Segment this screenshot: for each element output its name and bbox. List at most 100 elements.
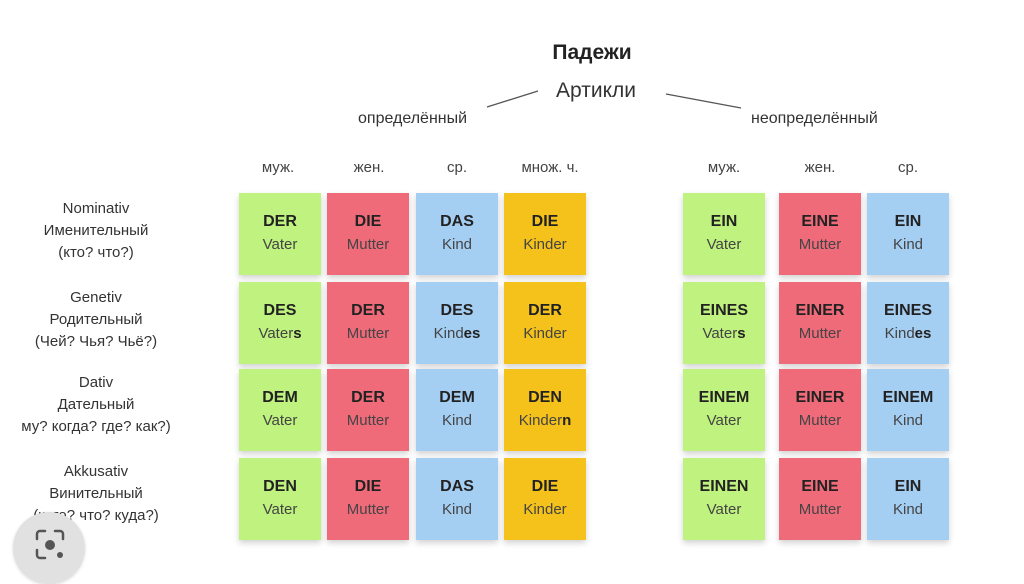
definite-note-dativ-masc: DEM Vater [239,369,321,451]
case-label-line: Genetiv [70,289,122,306]
article-text: DER [351,302,385,319]
article-text: EIN [710,213,738,230]
indefinite-note-genetiv-neut: EINES Kindes [867,282,949,364]
definite-label: определённый [358,110,468,127]
article-text: DEM [262,389,298,406]
noun-stem: Mutter [798,412,842,429]
page-title: Падежи [552,41,632,64]
article-text: DES [440,302,474,319]
noun-text: Kind [893,409,923,433]
article-text: DEN [528,389,562,406]
article-text: EINES [883,302,932,319]
definite-note-genetiv-fem: DER Mutter [327,282,409,364]
definite-note-nominativ-fem: DIE Mutter [327,193,409,275]
noun-stem: Vater [262,412,298,429]
noun-ending: s [737,325,746,342]
article-text: DEN [263,478,297,495]
noun-ending: s [293,325,302,342]
noun-stem: Vater [706,501,742,518]
definite-note-nominativ-masc: DER Vater [239,193,321,275]
lens-icon [35,529,65,560]
subtitle: Артикли [556,79,636,102]
noun-stem: Kind [441,501,473,518]
article-text: DIE [354,478,382,495]
case-label-line: му? когда? где? как?) [21,418,171,435]
article-text: EINEM [698,389,750,406]
noun-text: Kindern [519,409,572,433]
noun-stem: Kinder [523,501,567,518]
definite-note-akkusativ-fem: DIE Mutter [327,458,409,540]
article-text: DIE [354,213,382,230]
noun-ending: es [463,325,481,342]
definite-note-akkusativ-masc: DEN Vater [239,458,321,540]
noun-text: Vater [707,233,742,257]
article-text: DEM [439,389,475,406]
noun-text: Kinder [523,498,566,522]
noun-stem: Mutter [346,236,390,253]
lens-search-button[interactable] [13,512,85,584]
noun-text: Kind [442,409,472,433]
noun-text: Mutter [347,233,390,257]
article-text: EIN [894,478,922,495]
noun-text: Vater [263,409,298,433]
noun-stem: Kind [892,501,924,518]
case-label-line: Именительный [43,222,149,239]
noun-stem: Kinder [523,236,567,253]
noun-text: Kindes [885,322,932,346]
noun-stem: Mutter [798,325,842,342]
noun-text: Mutter [347,409,390,433]
article-text: DAS [440,478,474,495]
case-label-line: (Чей? Чья? Чьё?) [34,333,158,350]
noun-text: Kind [442,233,472,257]
noun-stem: Mutter [346,501,390,518]
noun-text: Vaters [702,322,745,346]
article-text: DER [263,213,297,230]
noun-stem: Kind [892,412,924,429]
case-label-line: Дательный [57,396,135,413]
noun-text: Mutter [347,498,390,522]
case-label-line: (кто? что?) [58,244,134,261]
definite-note-dativ-plural: DEN Kindern [504,369,586,451]
case-label-line: Родительный [49,311,143,328]
case-label-line: Akkusativ [63,463,129,480]
noun-stem: Vater [262,501,298,518]
noun-stem: Vater [702,325,738,342]
noun-text: Kinder [523,233,566,257]
indefinite-note-dativ-fem: EINER Mutter [779,369,861,451]
noun-stem: Mutter [798,236,842,253]
noun-ending: n [562,412,572,429]
noun-text: Vater [707,498,742,522]
indefinite-label: неопределённый [751,110,878,127]
noun-stem: Vater [706,236,742,253]
definite-note-genetiv-neut: DES Kindes [416,282,498,364]
noun-text: Kind [893,498,923,522]
noun-stem: Kind [441,236,473,253]
noun-stem: Vater [262,236,298,253]
noun-text: Mutter [347,322,390,346]
article-text: EINES [699,302,748,319]
noun-text: Kindes [434,322,481,346]
indefinite-header-masc: муж. [707,159,741,176]
noun-stem: Mutter [798,501,842,518]
definite-header-fem: жен. [353,159,385,176]
indefinite-note-akkusativ-fem: EINE Mutter [779,458,861,540]
article-text: EINE [801,478,839,495]
noun-text: Vater [263,498,298,522]
article-text: EINER [795,389,845,406]
noun-stem: Kind [884,325,915,342]
noun-stem: Mutter [346,412,390,429]
article-text: DES [263,302,297,319]
indefinite-header-neut: ср. [897,159,918,176]
noun-text: Mutter [799,322,842,346]
